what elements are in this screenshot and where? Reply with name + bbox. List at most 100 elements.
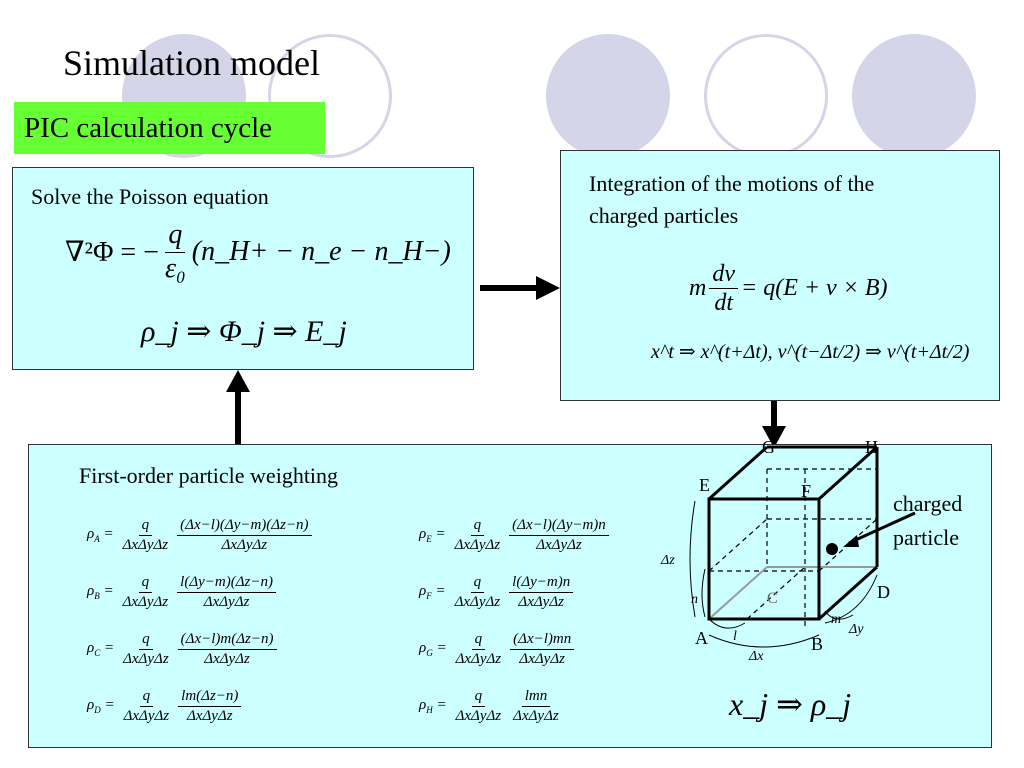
rho-subscript: H [426, 705, 433, 715]
rho-symbol: ρA = [87, 526, 114, 544]
weight-frac-num: l(Δy−m)n [509, 574, 574, 593]
motion-box: Integration of the motions of the charge… [560, 150, 1000, 401]
weight-fraction: l(Δy−m)(Δz−n)ΔxΔyΔz [177, 574, 276, 610]
cube-label-dy: Δy [848, 622, 864, 637]
motion-update: x^t ⇒ x^(t+Δt), v^(t−Δt/2) ⇒ v^(t+Δt/2) [651, 341, 970, 363]
rho-subscript: D [94, 705, 101, 715]
cube-label-l: l [733, 629, 737, 644]
cube-label-b: B [811, 634, 823, 654]
cube-label-e: E [699, 475, 710, 495]
poisson-heading: Solve the Poisson equation [31, 184, 269, 209]
cube-label-m: m [831, 612, 841, 627]
motion-frac-den: dt [714, 290, 733, 317]
charged-particle-dot [826, 543, 838, 555]
rho-symbol: ρE = [419, 526, 446, 544]
common-frac-num: q [471, 631, 486, 650]
motion-m: m [689, 275, 707, 302]
rho-symbol: ρB = [87, 583, 114, 601]
common-frac-den: ΔxΔyΔz [123, 650, 169, 667]
common-frac-num: q [139, 631, 153, 650]
rho-symbol: ρH = [419, 697, 447, 715]
decorative-circle-outline [268, 34, 392, 158]
weight-frac-den: ΔxΔyΔz [518, 593, 564, 610]
poisson-frac-num: q [165, 219, 186, 253]
poisson-fraction: q ε₀ [162, 219, 189, 285]
decorative-circle [852, 34, 976, 158]
motion-rhs: = q(E + v × B) [741, 275, 888, 302]
common-frac-den: ΔxΔyΔz [122, 536, 169, 553]
cube-label-h: H [865, 437, 878, 457]
weighting-heading: First-order particle weighting [79, 463, 339, 488]
common-frac-num: q [138, 517, 153, 536]
weight-frac-num: (Δx−l)mn [510, 631, 575, 650]
charged-particle-label-line2: particle [893, 525, 959, 550]
poisson-box: Solve the Poisson equation ∇²Φ = − q ε₀ … [12, 167, 474, 370]
page-title: Simulation model [63, 43, 320, 83]
decorative-circle [546, 34, 670, 158]
rho-subscript: A [94, 534, 100, 544]
common-frac-num: q [138, 574, 153, 593]
common-frac-num: q [471, 688, 486, 707]
cube-label-g: G [762, 437, 775, 457]
common-frac-den: ΔxΔyΔz [455, 707, 502, 724]
cube-label-c: C [767, 590, 778, 607]
rho-subscript: E [426, 534, 432, 544]
motion-frac-num: dv [709, 261, 738, 290]
cube-label-dz: Δz [660, 553, 675, 568]
weight-fraction: lm(Δz−n)ΔxΔyΔz [178, 688, 242, 724]
common-frac-den: ΔxΔyΔz [455, 650, 502, 667]
weight-frac-den: ΔxΔyΔz [519, 650, 565, 667]
weight-frac-den: ΔxΔyΔz [203, 593, 250, 610]
weight-frac-den: ΔxΔyΔz [536, 536, 582, 553]
weight-frac-den: ΔxΔyΔz [204, 650, 250, 667]
common-frac-num: q [139, 688, 154, 707]
rho-subscript: F [426, 591, 432, 601]
weight-frac-den: ΔxΔyΔz [221, 536, 268, 553]
motion-equation: m dv dt = q(E + v × B) [689, 261, 888, 317]
weight-frac-den: ΔxΔyΔz [187, 707, 233, 724]
rho-symbol: ρG = [419, 640, 447, 658]
weight-frac-num: lm(Δz−n) [178, 688, 242, 707]
rho-subscript: G [426, 648, 433, 658]
arrow-poisson-to-motion [480, 276, 560, 300]
poisson-lhs: ∇²Φ = − [65, 237, 159, 269]
common-frac-num: q [470, 517, 485, 536]
weight-frac-den: ΔxΔyΔz [513, 707, 559, 724]
weight-frac-num: (Δx−l)(Δy−m)(Δz−n) [177, 517, 312, 536]
common-frac-den: ΔxΔyΔz [123, 707, 170, 724]
arrow-weighting-to-poisson [226, 370, 250, 444]
motion-heading-line2: charged particles [589, 203, 739, 228]
cube-label-dx: Δx [748, 649, 764, 664]
poisson-chain: ρ_j ⇒ Φ_j ⇒ E_j [141, 315, 347, 348]
rho-symbol: ρF = [419, 583, 446, 601]
cube-label-n: n [691, 592, 698, 607]
weight-frac-num: l(Δy−m)(Δz−n) [177, 574, 276, 593]
rho-subscript: C [94, 648, 101, 658]
common-frac-den: ΔxΔyΔz [454, 593, 501, 610]
weight-frac-num: lmn [521, 688, 551, 707]
common-frac-num: q [470, 574, 485, 593]
cube-label-a: A [695, 628, 708, 648]
cube-diagram: G H E F C D A B Δz n l Δx m Δy [660, 437, 916, 664]
weight-fraction: (Δx−l)m(Δz−n)ΔxΔyΔz [177, 631, 277, 667]
common-frac-den: ΔxΔyΔz [454, 536, 501, 553]
